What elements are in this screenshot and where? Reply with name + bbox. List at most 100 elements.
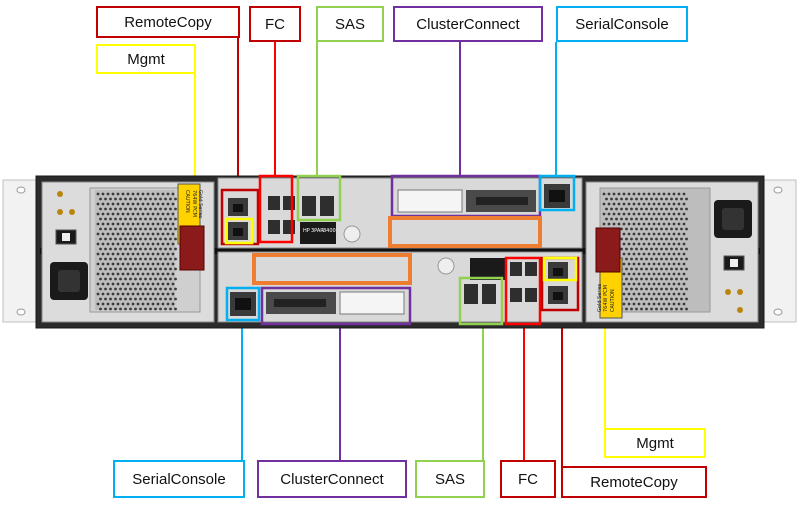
grille-hole [161,212,165,216]
grille-hole [121,242,125,246]
grille-hole [169,227,172,231]
grille-hole [126,242,130,246]
grille-hole [131,292,135,296]
grille-hole [670,277,673,281]
grille-hole [159,257,162,261]
grille-hole [101,302,105,306]
label-remote-copy-top: RemoteCopy [96,6,240,38]
grille-hole [119,227,122,231]
grille-hole [116,212,120,216]
grille-hole [106,302,110,306]
grille-hole [104,257,107,261]
highlight-fc-upper [258,174,294,244]
grille-hole [642,272,646,276]
grille-hole [650,307,653,311]
grille-hole [164,287,167,291]
grille-hole [104,287,107,291]
grille-hole [124,297,127,301]
grille-hole [109,267,112,271]
grille-hole [665,297,668,301]
grille-hole [161,262,165,266]
grille-hole [174,237,177,241]
grille-hole [675,277,678,281]
grille-hole [632,222,636,226]
grille-hole [136,242,140,246]
grille-hole [144,277,147,281]
grille-hole [685,307,688,311]
grille-hole [111,302,115,306]
grille-hole [124,197,127,201]
grille-hole [151,272,155,276]
grille-hole [657,242,661,246]
grille-hole [156,192,160,196]
grille-hole [677,232,681,236]
grille-hole [622,192,626,196]
grille-hole [134,207,137,211]
grille-hole [124,237,127,241]
grille-hole [640,227,643,231]
grille-hole [154,277,157,281]
grille-hole [126,252,130,256]
grille-hole [141,252,145,256]
grille-hole [640,297,643,301]
grille-hole [660,247,663,251]
grille-hole [655,257,658,261]
grille-hole [136,192,140,196]
grille-hole [101,202,105,206]
grille-hole [625,227,628,231]
grille-hole [101,262,105,266]
grille-hole [136,272,140,276]
grille-hole [151,192,155,196]
psu-right: CAUTION 764W PCM Gold Series [585,181,759,323]
grille-hole [625,267,628,271]
grille-hole [670,257,673,261]
grille-hole [620,207,623,211]
grille-hole [171,202,175,206]
grille-hole [682,302,686,306]
grille-hole [149,247,152,251]
grille-hole [116,292,120,296]
label-mgmt-bottom: Mgmt [604,428,706,458]
grille-hole [119,287,122,291]
grille-hole [154,297,157,301]
grille-hole [119,247,122,251]
grille-hole [675,197,678,201]
grille-hole [635,297,638,301]
grille-hole [642,262,646,266]
grille-hole [99,277,102,281]
grille-hole [159,207,162,211]
grille-hole [665,237,668,241]
grille-hole [106,242,110,246]
grille-hole [665,287,668,291]
grille-hole [625,237,628,241]
grille-hole [662,232,666,236]
grille-hole [662,282,666,286]
grille-hole [96,232,100,236]
grille-hole [119,277,122,281]
grille-hole [136,252,140,256]
grille-hole [630,227,633,231]
grille-hole [632,272,636,276]
grille-hole [99,307,102,311]
grille-hole [129,217,132,221]
grille-hole [166,302,170,306]
grille-hole [121,252,125,256]
grille-hole [174,227,177,231]
grille-hole [161,202,165,206]
grille-hole [630,217,633,221]
grille-hole [121,262,125,266]
grille-hole [652,302,656,306]
grille-hole [146,292,150,296]
grille-hole [139,227,142,231]
grille-hole [682,242,686,246]
grille-hole [136,212,140,216]
grille-hole [660,277,663,281]
grille-hole [116,232,120,236]
grille-hole [146,302,150,306]
grille-hole [131,282,135,286]
grille-hole [670,227,673,231]
grille-hole [670,237,673,241]
grille-hole [169,287,172,291]
grille-hole [164,197,167,201]
grille-hole [637,282,641,286]
